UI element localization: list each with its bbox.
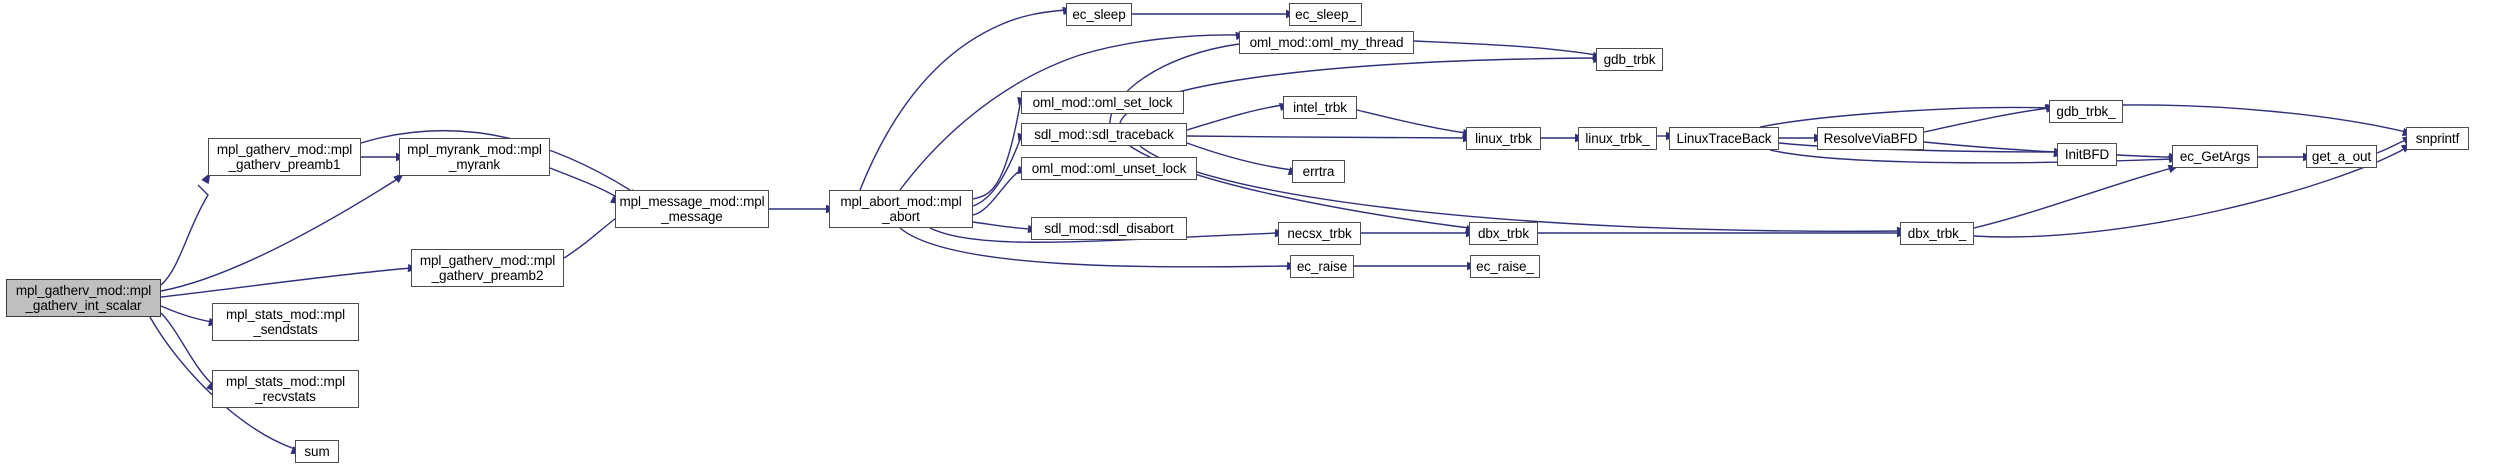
graph-node[interactable]: ec_GetArgs [2172,145,2258,168]
call-edge [899,34,1240,191]
call-edge [360,130,631,191]
graph-node[interactable]: errtra [1292,160,1345,183]
graph-node[interactable]: mpl_myrank_mod::mpl _myrank [399,138,550,176]
call-edge [899,227,1291,268]
call-edge [1139,145,1901,232]
graph-node[interactable]: oml_mod::oml_unset_lock [1021,157,1197,180]
call-edge [972,98,1022,200]
graph-node[interactable]: dbx_trbk [1469,222,1538,245]
graph-node[interactable]: gdb_trbk_ [2049,100,2123,123]
call-edge [1923,107,2050,133]
graph-node[interactable]: mpl_gatherv_mod::mpl _gatherv_preamb1 [208,138,361,176]
graph-node[interactable]: ResolveViaBFD [1817,127,1924,150]
graph-node[interactable]: dbx_trbk_ [1900,222,1974,245]
call-edge [160,267,412,298]
graph-node[interactable]: mpl_stats_mod::mpl _recvstats [212,370,359,408]
graph-node[interactable]: mpl_gatherv_mod::mpl _gatherv_preamb2 [411,249,564,287]
call-edge [1973,167,2173,229]
graph-node[interactable]: ec_sleep_ [1289,3,1362,26]
call-edge [2122,104,2407,133]
graph-node[interactable]: sdl_mod::sdl_traceback [1021,123,1187,146]
call-edge [1186,135,1467,139]
graph-node[interactable]: InitBFD [2057,143,2117,166]
call-edge [563,214,621,259]
call-edge [972,221,1032,230]
call-edge [1186,142,1293,171]
graph-node[interactable]: necsx_trbk [1278,222,1361,245]
graph-node[interactable]: ec_sleep [1066,3,1132,26]
graph-node[interactable]: mpl_abort_mod::mpl _abort [829,190,973,228]
graph-node[interactable]: linux_trbk [1466,127,1541,150]
graph-node[interactable]: gdb_trbk [1596,48,1663,71]
graph-node[interactable]: linux_trbk_ [1578,127,1657,150]
graph-node[interactable]: get_a_out [2306,145,2377,168]
call-edge [1356,109,1467,134]
graph-node[interactable]: sdl_mod::sdl_disabort [1031,217,1187,240]
graph-node[interactable]: snprintf [2406,127,2469,150]
call-edge [1119,57,1597,124]
call-edge [549,167,616,197]
call-edge [160,305,213,323]
call-edge [160,177,400,292]
graph-node[interactable]: LinuxTraceBack [1669,127,1779,150]
call-edge [972,169,1022,216]
call-edge [929,227,1279,243]
graph-node[interactable]: mpl_message_mod::mpl _message [615,190,769,228]
graph-node[interactable]: intel_trbk [1283,96,1357,119]
graph-node[interactable]: sum [295,440,339,463]
graph-node[interactable]: mpl_stats_mod::mpl _sendstats [212,303,359,341]
call-edge [1778,142,2058,153]
call-edge [1923,141,2058,153]
call-edge [160,312,213,385]
graph-node-root[interactable]: mpl_gatherv_mod::mpl _gatherv_int_scalar [6,279,161,317]
call-edge [972,136,1022,207]
graph-node[interactable]: ec_raise_ [1470,255,1540,278]
call-edge [1769,149,2173,164]
call-edge [1413,40,1597,56]
call-edge [2116,154,2173,158]
call-edge [1186,104,1284,131]
graph-node[interactable]: oml_mod::oml_my_thread [1239,31,1414,54]
call-edge [859,9,1067,191]
call-edge [160,184,209,286]
graph-node[interactable]: oml_mod::oml_set_lock [1021,91,1184,114]
call-edge [1759,106,2050,128]
graph-node[interactable]: ec_raise [1290,255,1354,278]
